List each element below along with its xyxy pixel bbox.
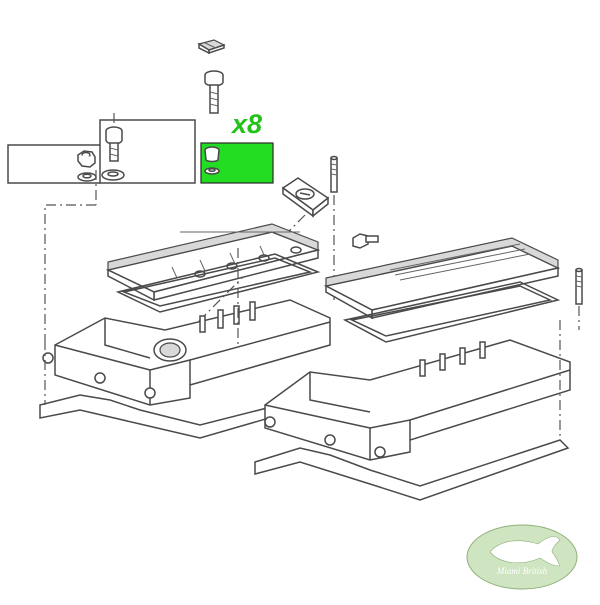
right-top-cover-gasket	[342, 281, 561, 343]
stud-bolt-part-2	[575, 267, 583, 330]
highlighted-grommet-box	[200, 142, 274, 184]
right-valve-cover	[264, 339, 571, 461]
washer-nut-detail-box	[7, 113, 196, 340]
right-valve-cover-gasket	[254, 439, 570, 501]
left-valve-cover	[42, 299, 331, 406]
left-engine-top-cover	[105, 223, 321, 302]
right-engine-top-cover	[323, 237, 561, 320]
long-bolt-part	[204, 70, 224, 114]
left-top-cover-gasket	[115, 253, 321, 313]
quantity-label: x8	[232, 109, 263, 139]
brand-logo	[466, 524, 578, 590]
clip-part	[197, 39, 226, 55]
small-bolt-part	[352, 233, 379, 249]
fish-icon	[489, 536, 561, 567]
